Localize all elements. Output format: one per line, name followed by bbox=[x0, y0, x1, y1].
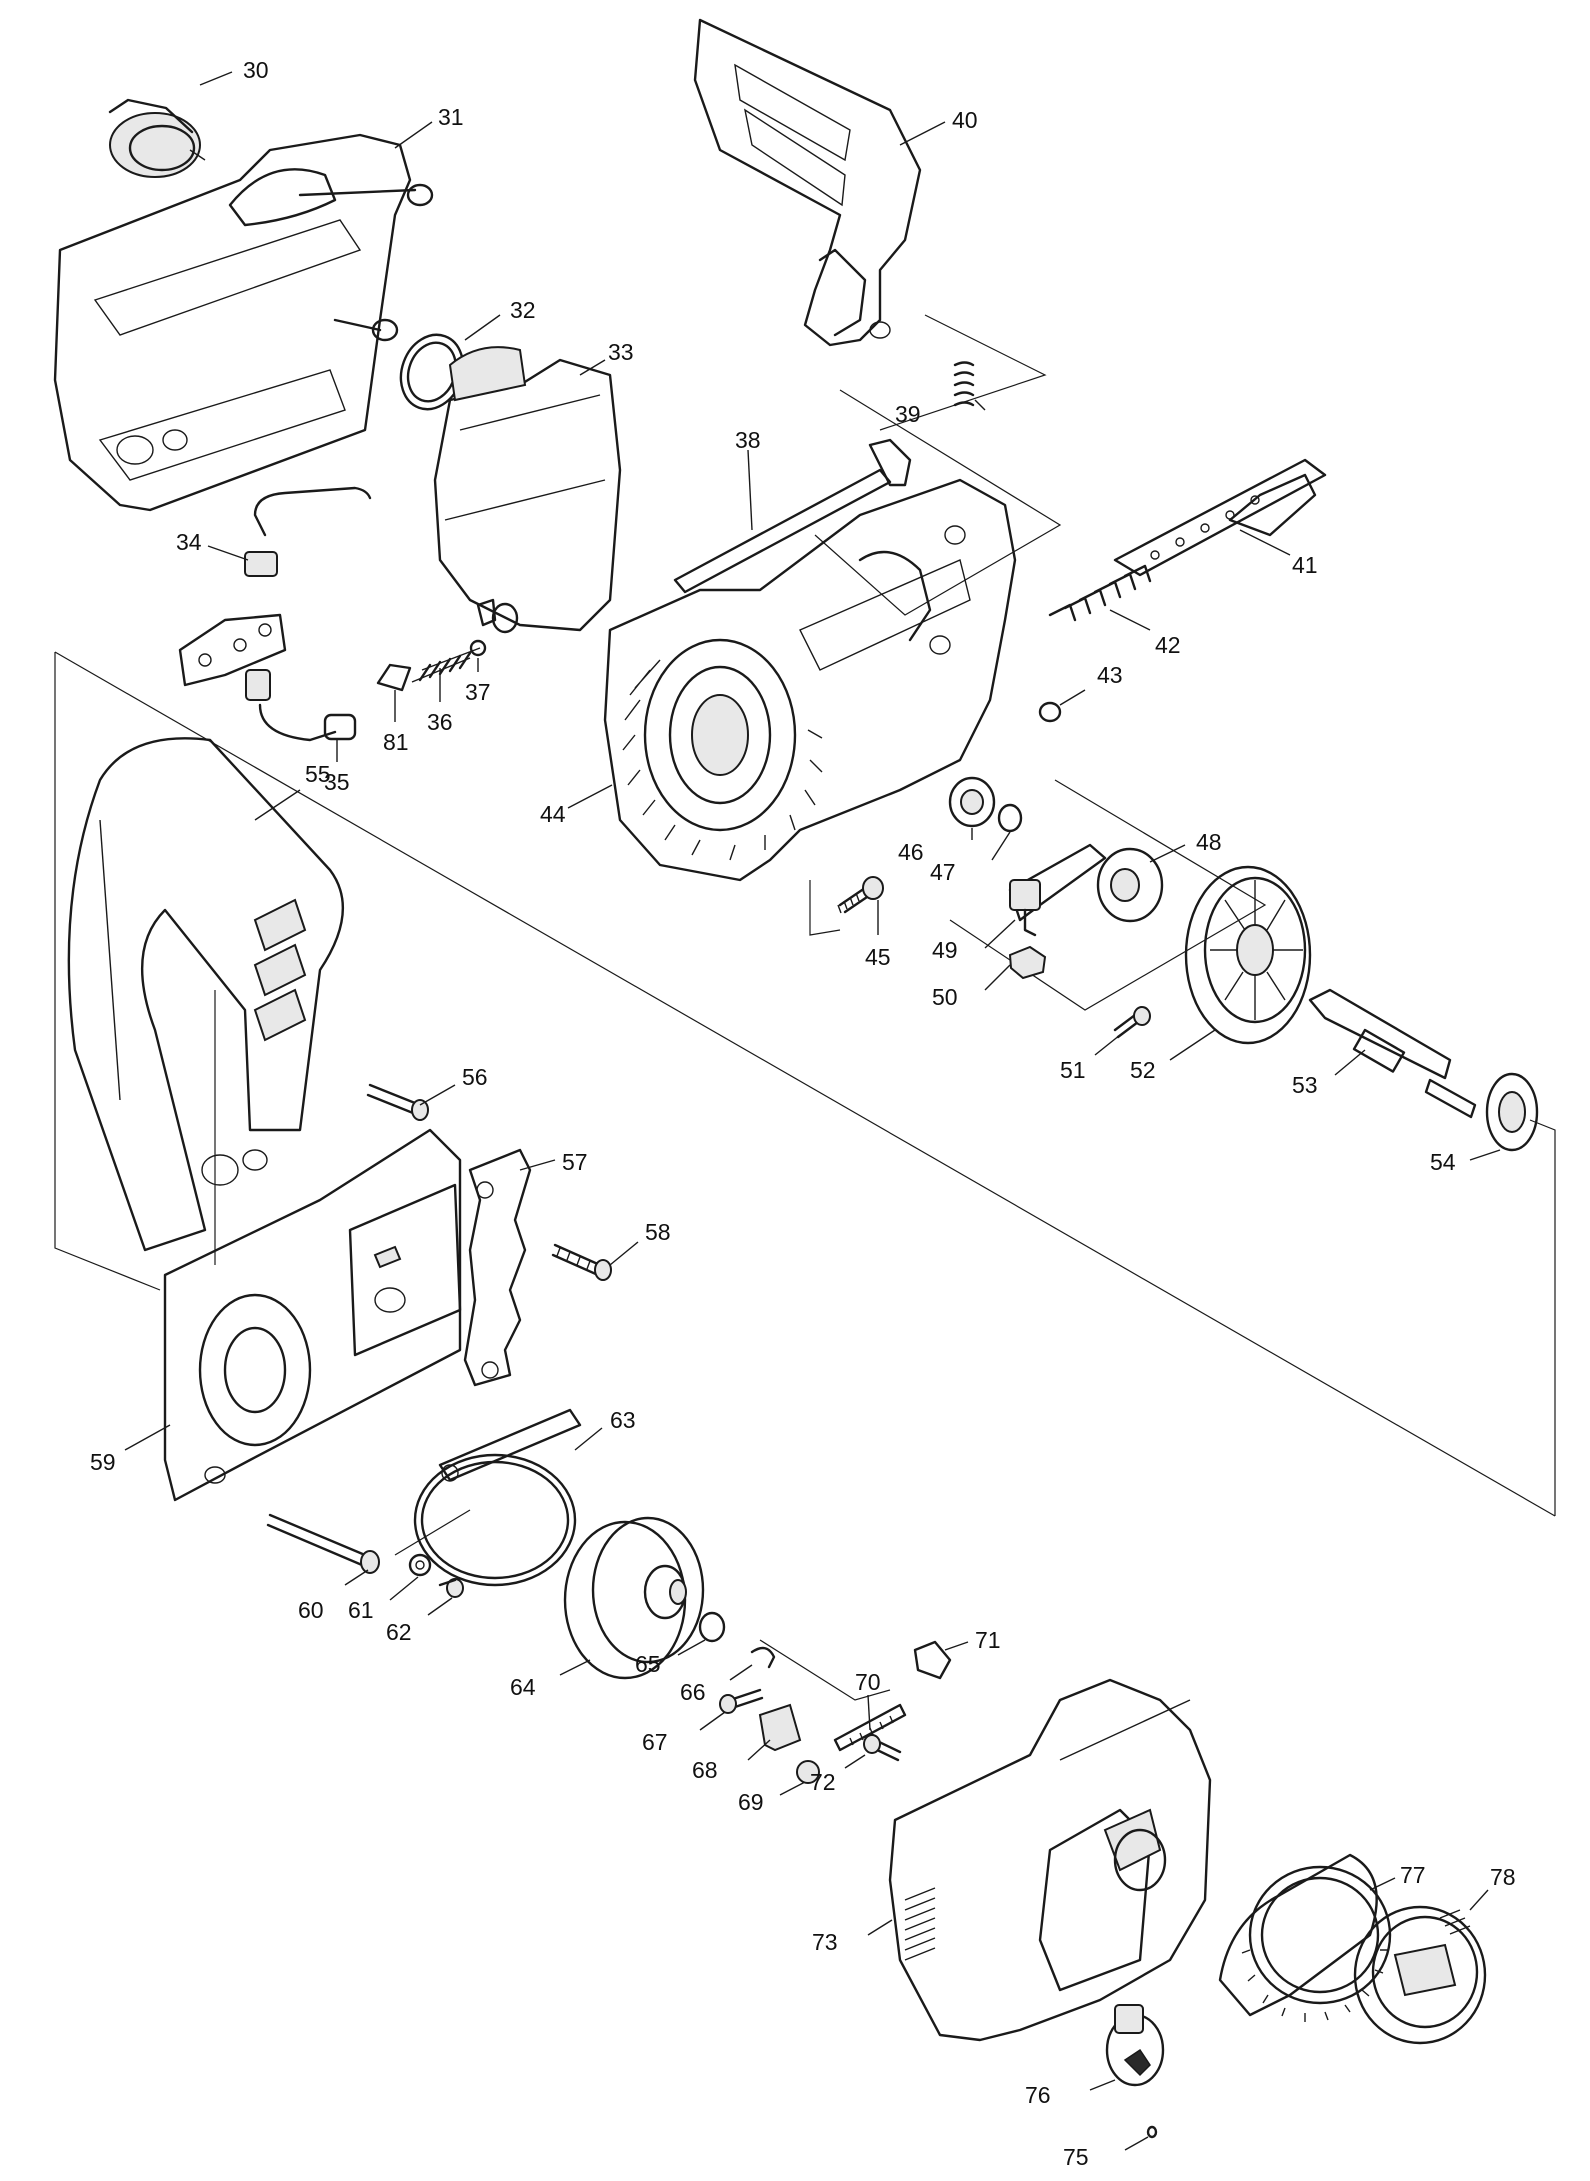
part-59-side-plate bbox=[163, 1128, 462, 1502]
part-75-78-knob-assembly bbox=[1105, 1853, 1487, 2139]
part-73-chain-cover bbox=[888, 1678, 1212, 2042]
part-labels: 30 31 32 33 34 35 36 37 38 39 40 41 42 4… bbox=[90, 57, 1516, 2170]
part-58-bolt bbox=[551, 1243, 612, 1281]
label-41: 41 bbox=[1292, 552, 1318, 578]
part-30-knob bbox=[108, 98, 206, 178]
label-69: 69 bbox=[738, 1789, 764, 1815]
part-33-oil-tank bbox=[433, 346, 622, 634]
part-64-65-66-drum-washer-clip bbox=[563, 1516, 776, 1680]
part-57-clamp-plate bbox=[463, 1148, 532, 1387]
label-38: 38 bbox=[735, 427, 761, 453]
part-39-spring bbox=[953, 361, 975, 407]
part-63-brake-band bbox=[413, 1408, 582, 1587]
part-38-guide-rod bbox=[673, 438, 912, 594]
label-43: 43 bbox=[1097, 662, 1123, 688]
label-49: 49 bbox=[932, 937, 958, 963]
part-56-bolt bbox=[366, 1083, 429, 1121]
part-31-rear-housing bbox=[53, 133, 434, 512]
part-81-36-37-clip-spring-ring bbox=[376, 639, 487, 692]
label-48: 48 bbox=[1196, 829, 1222, 855]
label-35: 35 bbox=[324, 769, 350, 795]
part-60-61-62-bolts-washer bbox=[266, 1513, 464, 1598]
assembly-guide-lines bbox=[54, 314, 1556, 1701]
label-72: 72 bbox=[810, 1769, 836, 1795]
part-46-47-bearing-ring bbox=[948, 776, 1023, 833]
part-52-pulley bbox=[1184, 865, 1312, 1045]
part-55-top-handle bbox=[67, 737, 345, 1252]
label-47: 47 bbox=[930, 859, 956, 885]
label-52: 52 bbox=[1130, 1057, 1156, 1083]
label-42: 42 bbox=[1155, 632, 1181, 658]
label-50: 50 bbox=[932, 984, 958, 1010]
label-68: 68 bbox=[692, 1757, 718, 1783]
part-48-49-50-51-pump-assembly bbox=[1008, 843, 1164, 1039]
label-33: 33 bbox=[608, 339, 634, 365]
label-59: 59 bbox=[90, 1449, 116, 1475]
label-60: 60 bbox=[298, 1597, 324, 1623]
label-78: 78 bbox=[1490, 1864, 1516, 1890]
part-43-o-ring bbox=[1038, 701, 1062, 723]
part-41-adjuster-plate bbox=[1113, 458, 1327, 577]
label-40: 40 bbox=[952, 107, 978, 133]
label-46: 46 bbox=[898, 839, 924, 865]
label-32: 32 bbox=[510, 297, 536, 323]
part-67-72-tensioner bbox=[719, 1640, 952, 1784]
label-61: 61 bbox=[348, 1597, 374, 1623]
label-53: 53 bbox=[1292, 1072, 1318, 1098]
part-34-35-oil-pump-hose bbox=[178, 486, 372, 742]
label-73: 73 bbox=[812, 1929, 838, 1955]
label-36: 36 bbox=[427, 709, 453, 735]
label-51: 51 bbox=[1060, 1057, 1086, 1083]
label-63: 63 bbox=[610, 1407, 636, 1433]
label-65: 65 bbox=[635, 1651, 661, 1677]
part-45-screw bbox=[837, 876, 884, 914]
label-67: 67 bbox=[642, 1729, 668, 1755]
label-76: 76 bbox=[1025, 2082, 1051, 2108]
label-31: 31 bbox=[438, 104, 464, 130]
label-55: 55 bbox=[305, 761, 331, 787]
label-64: 64 bbox=[510, 1674, 536, 1700]
part-42-spring bbox=[1048, 564, 1152, 622]
label-75: 75 bbox=[1063, 2144, 1089, 2170]
label-57: 57 bbox=[562, 1149, 588, 1175]
label-58: 58 bbox=[645, 1219, 671, 1245]
label-39: 39 bbox=[895, 401, 921, 427]
label-54: 54 bbox=[1430, 1149, 1456, 1175]
label-71: 71 bbox=[975, 1627, 1001, 1653]
part-44-motor-housing bbox=[603, 478, 1017, 882]
label-30: 30 bbox=[243, 57, 269, 83]
label-45: 45 bbox=[865, 944, 891, 970]
part-53-54-shaft-bearing bbox=[1308, 988, 1539, 1152]
part-40-hand-guard bbox=[693, 18, 922, 347]
label-37: 37 bbox=[465, 679, 491, 705]
label-34: 34 bbox=[176, 529, 202, 555]
label-56: 56 bbox=[462, 1064, 488, 1090]
label-77: 77 bbox=[1400, 1862, 1426, 1888]
label-66: 66 bbox=[680, 1679, 706, 1705]
label-81: 81 bbox=[383, 729, 409, 755]
label-70: 70 bbox=[855, 1669, 881, 1695]
label-44: 44 bbox=[540, 801, 566, 827]
label-62: 62 bbox=[386, 1619, 412, 1645]
